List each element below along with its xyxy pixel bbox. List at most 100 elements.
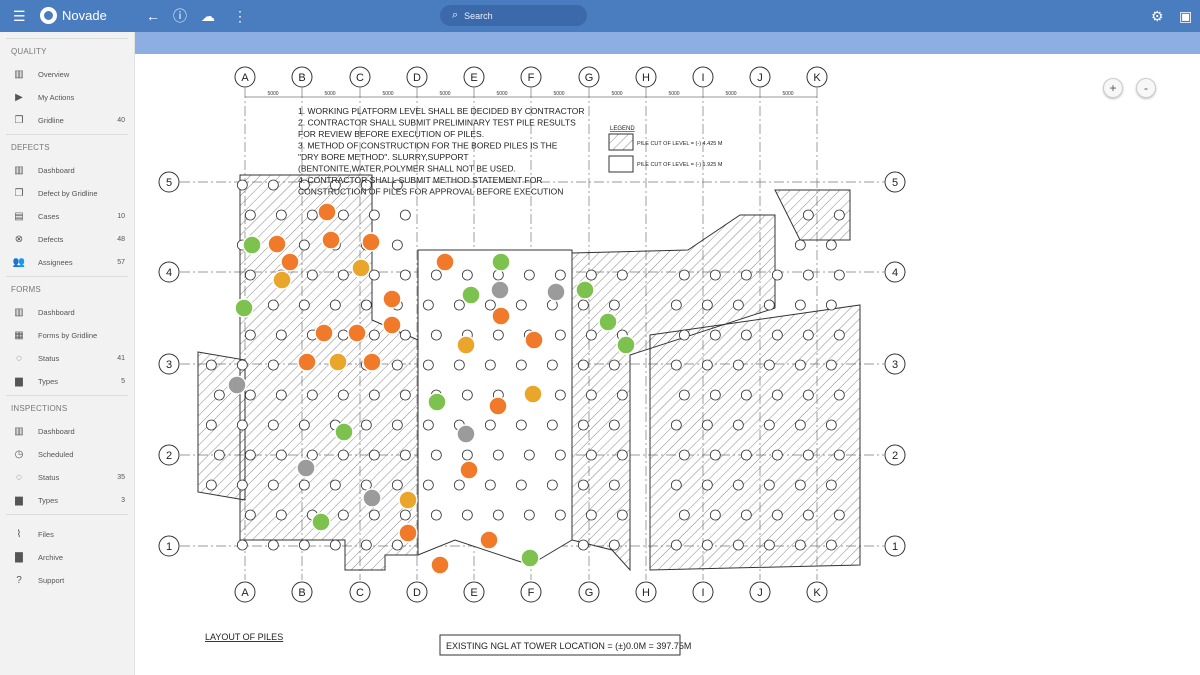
column-label: F bbox=[528, 587, 535, 599]
more-vert-icon[interactable]: ⋮ bbox=[233, 8, 247, 24]
account-icon[interactable]: ▣ bbox=[1179, 8, 1193, 24]
info-icon[interactable]: ⓘ bbox=[173, 8, 187, 24]
dimension-label: 5000 bbox=[382, 91, 393, 97]
pile-symbol bbox=[244, 209, 256, 221]
pile-symbol bbox=[244, 329, 256, 341]
pile-symbol bbox=[461, 389, 473, 401]
back-arrow-icon[interactable]: ← bbox=[146, 8, 160, 24]
pile-symbol bbox=[298, 239, 310, 251]
defect-marker-open[interactable] bbox=[362, 352, 382, 372]
search-input[interactable]: ⌕Search bbox=[440, 5, 587, 26]
pile-symbol bbox=[585, 509, 597, 521]
pile-symbol bbox=[391, 479, 403, 491]
defect-marker-closed[interactable] bbox=[598, 312, 618, 332]
defect-marker-other[interactable] bbox=[296, 458, 316, 478]
sidebar-item-dashboard[interactable]: ▥Dashboard bbox=[0, 420, 134, 443]
defect-marker-closed[interactable] bbox=[234, 298, 254, 318]
defect-marker-closed[interactable] bbox=[334, 422, 354, 442]
defect-marker-in-progress[interactable] bbox=[328, 352, 348, 372]
pile-symbol bbox=[802, 389, 814, 401]
zoom-out-button[interactable]: - bbox=[1136, 78, 1156, 98]
pile-symbol bbox=[244, 509, 256, 521]
sidebar-item-dashboard[interactable]: ▥Dashboard bbox=[0, 159, 134, 182]
pile-symbol bbox=[515, 419, 527, 431]
menu-icon[interactable]: ☰ bbox=[13, 8, 26, 24]
defect-marker-open[interactable] bbox=[314, 323, 334, 343]
defect-marker-open[interactable] bbox=[317, 202, 337, 222]
defect-marker-open[interactable] bbox=[297, 352, 317, 372]
zoom-in-button[interactable]: + bbox=[1103, 78, 1123, 98]
defect-marker-open[interactable] bbox=[321, 230, 341, 250]
defect-marker-open[interactable] bbox=[435, 252, 455, 272]
gear-icon[interactable]: ⚙ bbox=[1151, 8, 1164, 24]
defect-marker-other[interactable] bbox=[546, 282, 566, 302]
defect-marker-other[interactable] bbox=[456, 424, 476, 444]
pile-symbol bbox=[213, 449, 225, 461]
defect-marker-closed[interactable] bbox=[616, 335, 636, 355]
section-header: FORMS bbox=[11, 285, 41, 294]
defect-marker-open[interactable] bbox=[280, 252, 300, 272]
pile-symbol bbox=[554, 389, 566, 401]
column-label: E bbox=[470, 587, 477, 599]
sidebar-item-my-actions[interactable]: ▶My Actions bbox=[0, 86, 134, 109]
pile-layout-drawing[interactable]: AA5000BB5000CC5000DD5000EE5000FF5000GG50… bbox=[135, 54, 1200, 675]
defect-marker-in-progress[interactable] bbox=[523, 384, 543, 404]
defect-marker-open[interactable] bbox=[479, 530, 499, 550]
defect-marker-closed[interactable] bbox=[242, 235, 262, 255]
defect-marker-closed[interactable] bbox=[461, 285, 481, 305]
defect-marker-open[interactable] bbox=[347, 323, 367, 343]
defect-marker-open[interactable] bbox=[488, 396, 508, 416]
sidebar-item-dashboard[interactable]: ▥Dashboard bbox=[0, 301, 134, 324]
pile-symbol bbox=[608, 359, 620, 371]
cloud-upload-icon[interactable]: ☁ bbox=[201, 8, 215, 24]
defect-marker-open[interactable] bbox=[398, 523, 418, 543]
hatched-zone bbox=[649, 304, 861, 571]
defect-marker-other[interactable] bbox=[227, 375, 247, 395]
sidebar-item-forms-by-gridline[interactable]: ▦Forms by Gridline bbox=[0, 324, 134, 347]
defect-marker-open[interactable] bbox=[430, 555, 450, 575]
defect-marker-in-progress[interactable] bbox=[398, 490, 418, 510]
sidebar-item-label: My Actions bbox=[38, 93, 75, 102]
sidebar-item-defect-by-gridline[interactable]: ❐Defect by Gridline bbox=[0, 182, 134, 205]
defect-marker-open[interactable] bbox=[361, 232, 381, 252]
pile-symbol bbox=[391, 419, 403, 431]
defect-marker-open[interactable] bbox=[382, 289, 402, 309]
drawing-note: FOR REVIEW BEFORE EXECUTION OF PILES. bbox=[298, 129, 484, 139]
defect-marker-open[interactable] bbox=[524, 330, 544, 350]
defect-marker-other[interactable] bbox=[490, 280, 510, 300]
defect-marker-open[interactable] bbox=[382, 315, 402, 335]
sidebar-item-scheduled[interactable]: ◷Scheduled bbox=[0, 443, 134, 466]
defect-marker-in-progress[interactable] bbox=[351, 258, 371, 278]
defect-marker-in-progress[interactable] bbox=[456, 335, 476, 355]
pile-symbol bbox=[833, 269, 845, 281]
sidebar-item-archive[interactable]: ▇Archive bbox=[0, 546, 134, 569]
defect-marker-closed[interactable] bbox=[575, 280, 595, 300]
pile-symbol bbox=[244, 389, 256, 401]
defect-marker-open[interactable] bbox=[459, 460, 479, 480]
defect-marker-open[interactable] bbox=[267, 234, 287, 254]
sidebar-item-files[interactable]: ⌇Files bbox=[0, 523, 134, 546]
novade-logo-icon bbox=[40, 7, 57, 24]
defect-marker-closed[interactable] bbox=[311, 512, 331, 532]
pile-symbol bbox=[306, 389, 318, 401]
defect-marker-closed[interactable] bbox=[427, 392, 447, 412]
defect-marker-closed[interactable] bbox=[491, 252, 511, 272]
defect-marker-closed[interactable] bbox=[520, 548, 540, 568]
layers-icon: ❐ bbox=[14, 115, 24, 126]
defect-marker-in-progress[interactable] bbox=[272, 270, 292, 290]
column-label: G bbox=[585, 587, 594, 599]
item-count: 57 bbox=[117, 259, 125, 266]
defect-marker-open[interactable] bbox=[491, 306, 511, 326]
defect-marker-other[interactable] bbox=[362, 488, 382, 508]
sidebar-item-overview[interactable]: ▥Overview bbox=[0, 63, 134, 86]
sidebar-item-support[interactable]: ?Support bbox=[0, 569, 134, 592]
